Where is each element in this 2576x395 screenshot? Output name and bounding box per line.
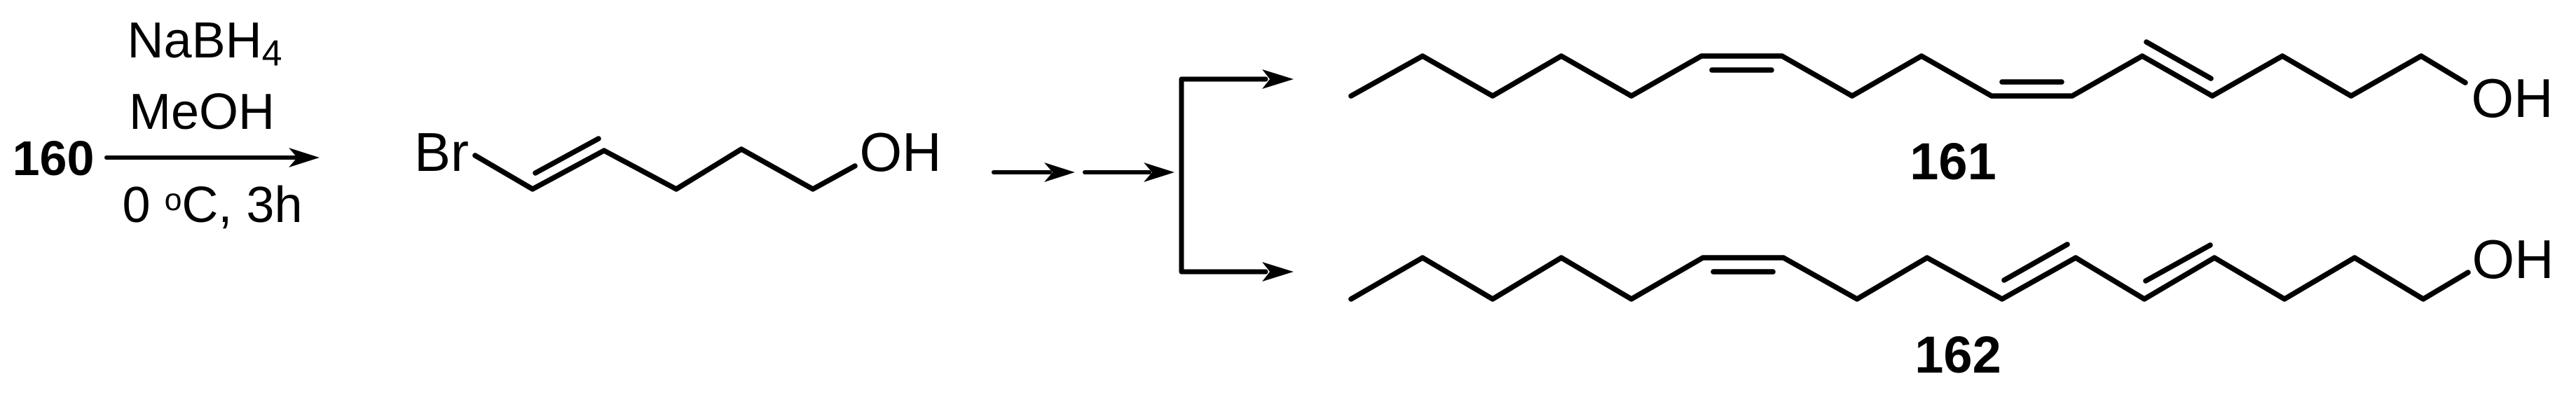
branch-arrow-bottom-head [1262,262,1294,282]
product-162-number-label: 162 [1914,326,2001,384]
intermediate-structure [472,136,858,192]
intermediate-trans-double-bond-line [533,136,601,176]
product-162-trans-double-bond-2-line [2143,242,2213,284]
product-161-structure [1348,39,2468,99]
product-161-chain-bonds [1348,53,2468,99]
intermediate-bromine-atom-label: Br [414,121,469,183]
reagent-nabh4-main: NaBH [127,12,262,69]
conditions-label: 0 oC, 3h [123,180,303,230]
multistep-arrow-1-head [1044,162,1075,182]
reagent-label-meoh: MeOH [128,84,275,140]
product-161-number-label: 161 [1910,132,1996,190]
multistep-arrow-1-icon [992,162,1075,182]
multistep-arrow-2-icon [1083,162,1174,182]
reagent-nabh4-subscript: 4 [261,32,282,74]
intermediate-hydroxyl-atom-label: OH [859,121,942,183]
conditions-time: C, 3h [181,177,303,233]
branch-bracket-icon [1179,76,1268,275]
main-reaction-arrow-icon [104,148,320,167]
product-162-structure [1348,242,2471,302]
multistep-arrow-2-head [1144,162,1174,182]
product-162-chain-bonds [1348,255,2471,302]
reactant-number-label: 160 [12,131,95,186]
branch-arrow-top-head [1262,69,1294,89]
product-162-hydroxyl-atom-label: OH [2472,228,2554,290]
conditions-degree-sign: o [164,183,182,218]
branch-bracket-path [1179,76,1268,275]
product-161-trans-double-bond-line [2144,39,2214,81]
main-arrow-head [289,148,320,167]
reagent-label-nabh4: NaBH4 [128,15,282,71]
product-162-trans-double-bond-1-line [2001,242,2070,283]
conditions-temperature: 0 [122,177,165,233]
product-161-hydroxyl-atom-label: OH [2471,67,2554,129]
intermediate-chain-bonds [472,146,858,192]
